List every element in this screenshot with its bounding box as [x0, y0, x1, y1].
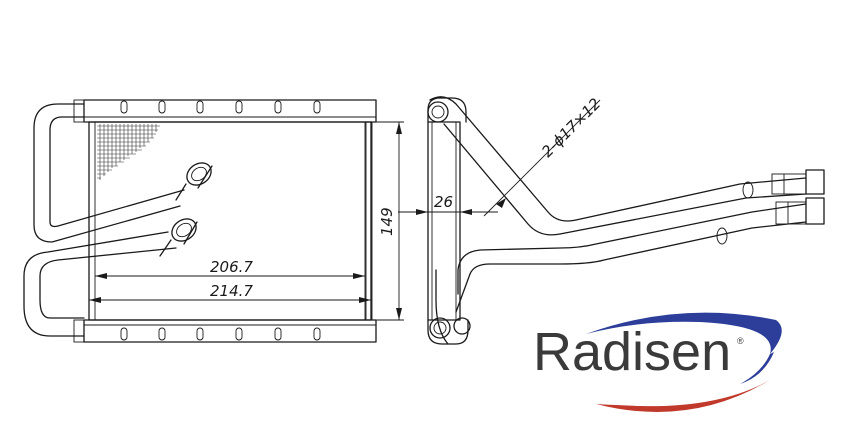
brand-logo-text: Radisen [533, 322, 732, 382]
front-pipe-ends [159, 162, 213, 257]
dim-core-height: 149 [372, 121, 404, 321]
top-tank [83, 99, 377, 123]
side-core [427, 121, 461, 321]
dim-pipe-spec: 2-ϕ17×12 [483, 95, 604, 217]
side-pipe-ends [716, 169, 825, 245]
dim-core-height-label: 149 [378, 207, 396, 236]
bottom-tank-slots [120, 327, 321, 341]
side-view: 26 2-ϕ17×12 [398, 95, 825, 345]
top-tank-slots [120, 100, 321, 114]
dim-depth-label: 26 [434, 193, 453, 211]
brand-logo-swoosh [586, 312, 782, 412]
dim-outer-width-label: 214.7 [210, 282, 253, 300]
front-left-pipes [23, 99, 185, 343]
dim-pipe-spec-label: 2-ϕ17×12 [538, 95, 604, 161]
dim-outer-width: 214.7 [89, 282, 371, 303]
core-fins [97, 124, 160, 180]
bottom-tank [83, 319, 377, 343]
front-view: 206.7 214.7 149 [23, 99, 404, 343]
brand-registered-mark: ® [737, 336, 744, 346]
core [88, 121, 372, 321]
dim-depth: 26 [398, 193, 498, 215]
dim-inner-width-label: 206.7 [210, 258, 253, 276]
dim-inner-width: 206.7 [95, 258, 365, 279]
